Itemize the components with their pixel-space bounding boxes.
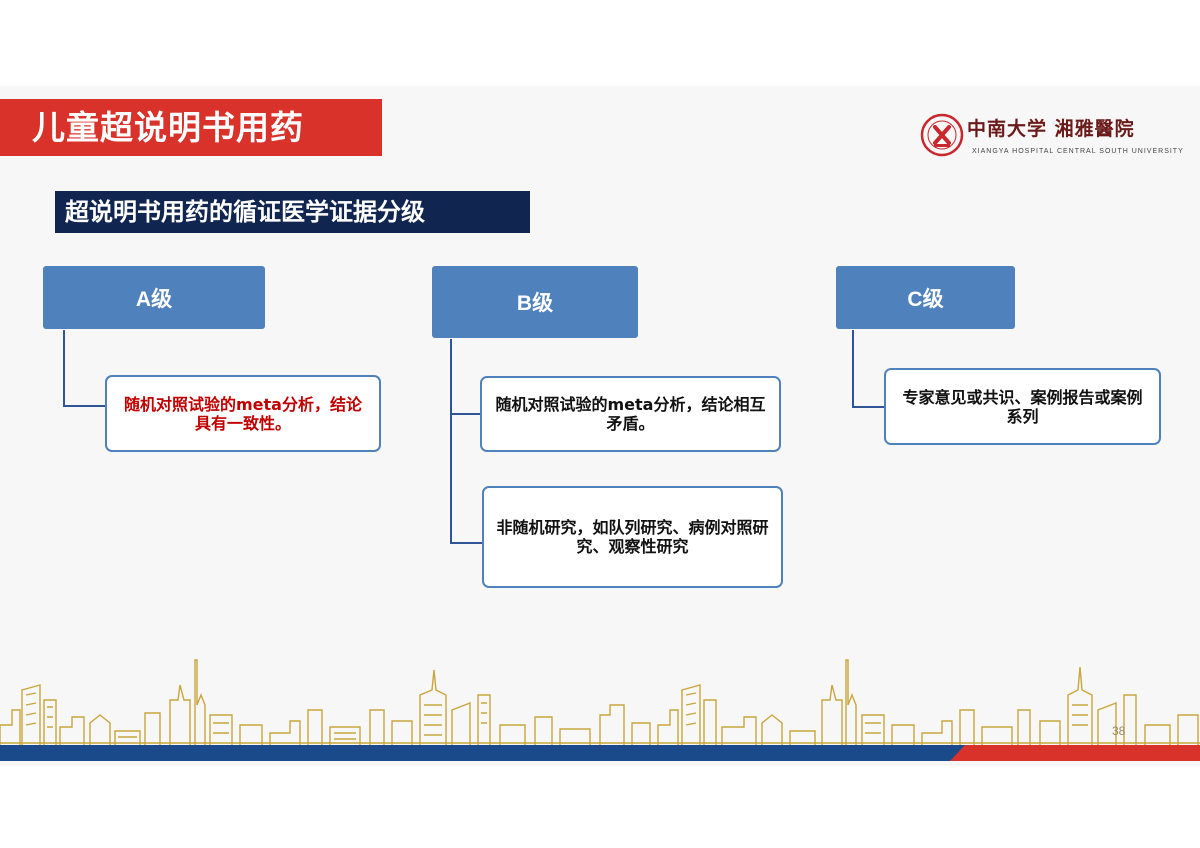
- level-c-box: C级: [836, 266, 1015, 329]
- connector-b-vertical: [450, 339, 452, 544]
- city-skyline-footer: [0, 659, 1200, 761]
- level-b-evidence-1: 随机对照试验的meta分析，结论相互矛盾。: [480, 376, 781, 452]
- slide-title: 儿童超说明书用药: [0, 99, 382, 156]
- hospital-logo: 中南大学 湘雅醫院 XIANGYA HOSPITAL CENTRAL SOUTH…: [920, 110, 1183, 160]
- footer-band: [0, 745, 1200, 761]
- level-a-box: A级: [43, 266, 265, 329]
- skyline-gold-outline: [0, 659, 1200, 745]
- level-a-evidence: 随机对照试验的meta分析，结论具有一致性。: [105, 375, 381, 452]
- footer-red-accent: [950, 745, 1200, 761]
- connector-b2-horizontal: [450, 542, 484, 544]
- page-number: 38: [1112, 724, 1126, 738]
- connector-c-vertical: [852, 330, 854, 408]
- level-b-evidence-2: 非随机研究，如队列研究、病例对照研究、观察性研究: [482, 486, 783, 588]
- level-b-box: B级: [432, 266, 638, 338]
- level-c-evidence: 专家意见或共识、案例报告或案例系列: [884, 368, 1161, 445]
- connector-a-vertical: [63, 330, 65, 407]
- connector-b1-horizontal: [450, 413, 482, 415]
- hospital-emblem-icon: [920, 113, 964, 157]
- logo-english-text: XIANGYA HOSPITAL CENTRAL SOUTH UNIVERSIT…: [972, 148, 1184, 155]
- connector-c-horizontal: [852, 406, 886, 408]
- logo-chinese-text: 中南大学 湘雅醫院: [967, 118, 1135, 140]
- slide-subtitle: 超说明书用药的循证医学证据分级: [55, 191, 530, 233]
- connector-a-horizontal: [63, 405, 107, 407]
